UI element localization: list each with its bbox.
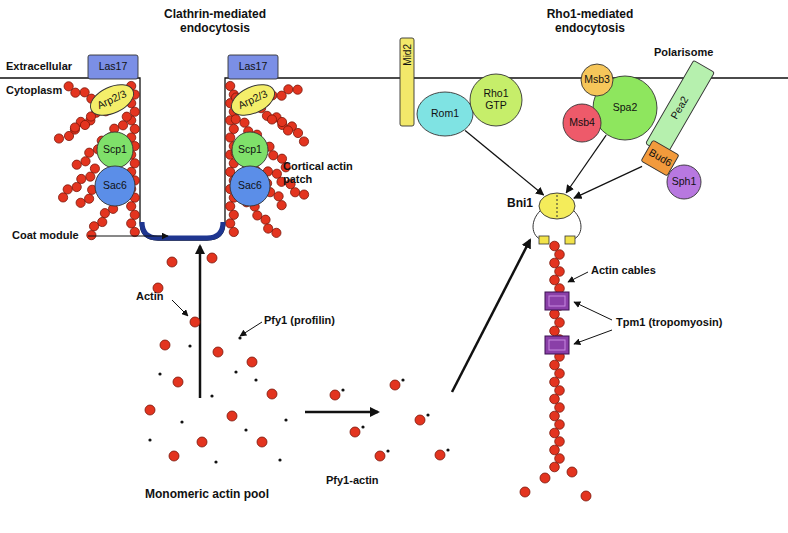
protein-node: Msb4 xyxy=(563,104,601,142)
annotation: Extracellular xyxy=(6,60,96,73)
node-label: Scp1 xyxy=(103,144,127,156)
protein-node: Rom1 xyxy=(417,92,473,136)
activation-arrow xyxy=(465,131,543,195)
protein-node: Sac6 xyxy=(95,166,135,206)
protein-node: Arp2/3 xyxy=(227,78,280,121)
activation-arrow xyxy=(566,135,606,193)
annotation: Pfy1 (profilin) xyxy=(264,314,374,327)
node-label: Sph1 xyxy=(672,176,697,188)
protein-node: Rho1 GTP xyxy=(470,74,522,126)
annotation: Coat module xyxy=(12,229,92,242)
protein-node: Sac6 xyxy=(230,166,270,206)
protein-node: Las17 xyxy=(88,55,138,79)
node-label: Msb4 xyxy=(569,117,595,129)
node-label: Las17 xyxy=(99,61,128,73)
tropomyosin xyxy=(545,292,569,354)
protein-node: Las17 xyxy=(228,55,278,79)
protein-node: Scp1 xyxy=(232,132,268,168)
node-label: Sac6 xyxy=(238,180,262,192)
annotation: Monomeric actin pool xyxy=(122,488,292,502)
annotation: Polarisome xyxy=(654,46,744,59)
formin-fh2 xyxy=(539,236,549,244)
annotation: Actin cables xyxy=(591,264,691,277)
protein-node: Bni1 xyxy=(539,193,575,219)
protein-node: Mid2 xyxy=(400,38,414,126)
actin-cable xyxy=(550,241,565,472)
actin-monomers xyxy=(145,253,591,501)
node-label: Scp1 xyxy=(238,144,262,156)
protein-node: Scp1 xyxy=(97,132,133,168)
activation-arrow xyxy=(574,166,642,198)
protein-node: Arp2/3 xyxy=(86,78,139,121)
node-label: Bni1 xyxy=(507,197,533,210)
flow-arrows xyxy=(200,240,530,412)
node-label: Rom1 xyxy=(431,108,459,120)
node-label: Mid2 xyxy=(402,44,413,66)
annotation: Rho1-mediated endocytosis xyxy=(520,8,660,36)
node-label: Spa2 xyxy=(613,102,638,114)
protein-node: Msb3 xyxy=(581,64,613,96)
node-label: Rho1 GTP xyxy=(473,88,519,111)
protein-node: Sph1 xyxy=(667,165,701,199)
annotation: Clathrin-mediated endocytosis xyxy=(140,8,290,36)
node-shape xyxy=(539,193,575,219)
annotation: Pfy1-actin xyxy=(326,474,416,487)
node-label: Sac6 xyxy=(103,180,127,192)
formin-fh2 xyxy=(565,236,575,244)
node-label: Las17 xyxy=(239,61,268,73)
leader-lines xyxy=(88,236,612,344)
annotation: Cytoplasm xyxy=(6,84,96,97)
annotation: Actin xyxy=(136,290,186,303)
annotation: Tpm1 (tropomyosin) xyxy=(616,316,726,329)
node-label: Msb3 xyxy=(584,74,610,86)
annotation: Cortical actin patch xyxy=(283,160,358,185)
